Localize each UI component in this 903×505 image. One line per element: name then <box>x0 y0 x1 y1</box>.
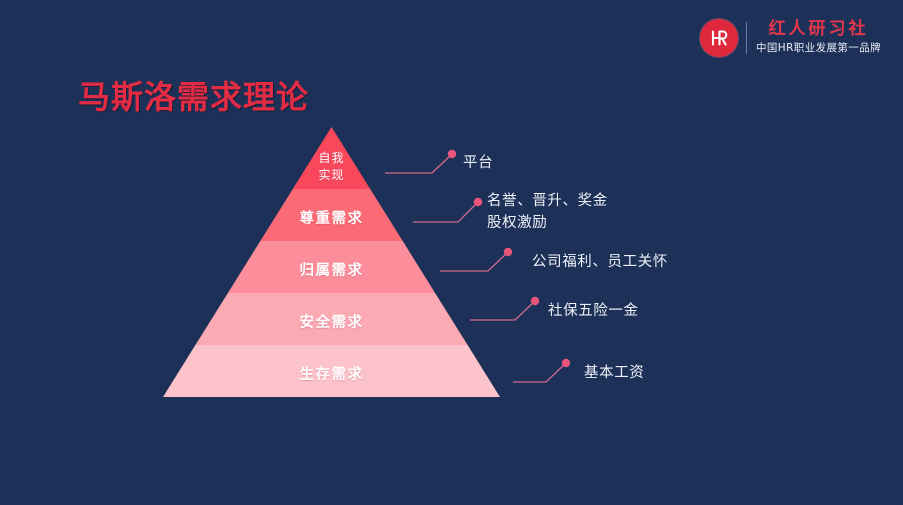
brand-name: 红人研习社 <box>768 19 869 40</box>
pyramid-tier-label-1: 生存需求 <box>299 367 364 383</box>
hr-circle-logo-icon <box>700 19 738 57</box>
leader-dot-5 <box>561 358 571 368</box>
pyramid-tier-2 <box>195 293 468 345</box>
annotation-label-5: 基本工资 <box>584 362 644 384</box>
leader-line-4 <box>470 300 536 321</box>
pyramid-tier-label-4: 尊重需求 <box>299 211 364 227</box>
annotation-label-2: 名誉、晋升、奖金 股权激励 <box>487 190 608 235</box>
pyramid-tier-5 <box>292 127 371 189</box>
annotation-label-4: 社保五险一金 <box>548 300 639 322</box>
leader-dot-2 <box>473 197 483 207</box>
brand-tagline: 中国HR职业发展第一品牌 <box>756 41 881 54</box>
pyramid-tier-label-5: 自我 实现 <box>318 150 344 185</box>
annotation-label-1: 平台 <box>463 152 493 174</box>
leader-line-3 <box>440 251 509 272</box>
leader-dot-1 <box>447 149 457 159</box>
pyramid-tier-label-5-line2: 实现 <box>318 168 345 183</box>
brand-logo: 红人研习社 中国HR职业发展第一品牌 <box>700 16 881 60</box>
annotation-label-4-line1: 社保五险一金 <box>548 303 639 319</box>
brand-text-block: 红人研习社 中国HR职业发展第一品牌 <box>756 20 881 55</box>
leader-dot-3 <box>503 247 513 257</box>
pyramid-tier-3 <box>227 241 436 293</box>
leader-line-2 <box>413 201 479 223</box>
pyramid-tier-1 <box>163 345 500 397</box>
page-title: 马斯洛需求理论 <box>78 78 310 116</box>
maslow-pyramid: 自我 实现 尊重需求 归属需求 安全需求 生存需求 <box>163 127 500 397</box>
annotation-label-5-line1: 基本工资 <box>584 365 645 381</box>
pyramid-shape <box>163 127 500 397</box>
pyramid-tier-label-5-line1: 自我 <box>318 151 345 165</box>
annotation-label-2-line1: 名誉、晋升、奖金 <box>487 193 608 209</box>
pyramid-tier-label-2: 安全需求 <box>299 315 364 331</box>
annotation-label-3: 公司福利、员工关怀 <box>532 251 668 273</box>
leader-line-1 <box>385 153 453 174</box>
pyramid-tier-4 <box>260 189 403 241</box>
annotation-label-1-line1: 平台 <box>463 155 494 171</box>
leader-line-5 <box>513 362 567 383</box>
hr-monogram-icon <box>711 30 728 46</box>
pyramid-tier-label-3: 归属需求 <box>299 263 364 279</box>
brand-divider <box>746 22 747 54</box>
leader-dot-4 <box>530 296 540 306</box>
annotation-label-2-line2: 股权激励 <box>487 215 548 232</box>
annotation-label-3-line1: 公司福利、员工关怀 <box>532 254 668 270</box>
